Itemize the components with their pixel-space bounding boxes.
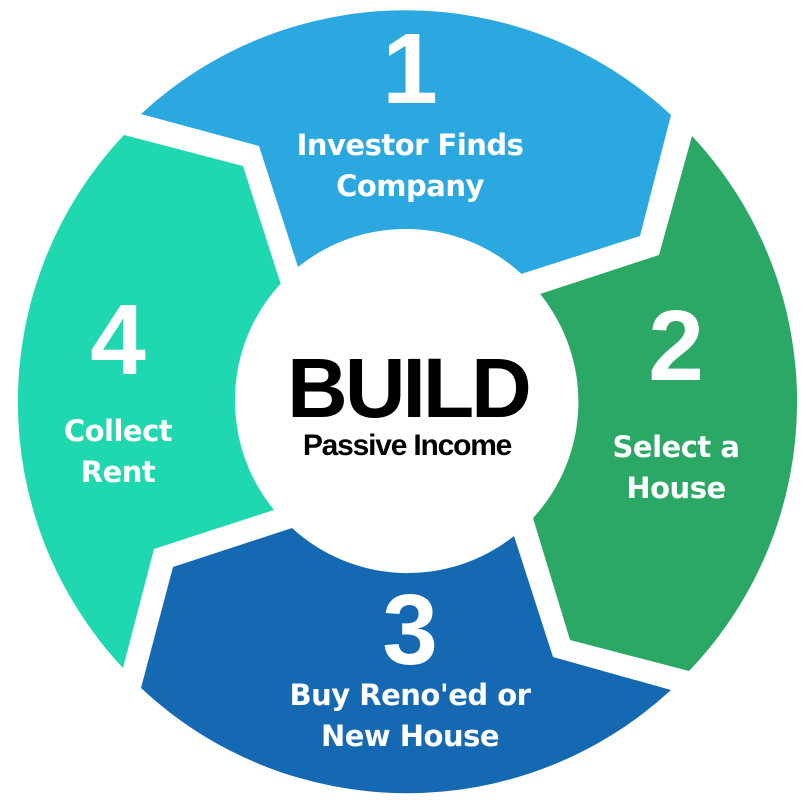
step-3-number: 3 bbox=[382, 574, 438, 686]
step-2-number: 2 bbox=[648, 290, 704, 402]
step-4-label-line1: Collect bbox=[64, 414, 173, 448]
center-circle bbox=[235, 229, 577, 571]
step-1-number: 1 bbox=[382, 13, 438, 125]
center-title: BUILD bbox=[287, 341, 529, 435]
step-3-label-line2: New House bbox=[321, 719, 499, 753]
segment-step-1 bbox=[141, 10, 671, 275]
segment-step-2 bbox=[533, 136, 798, 671]
step-3-label-line1: Buy Reno'ed or bbox=[290, 678, 532, 712]
step-1-label-line1: Investor Finds bbox=[297, 128, 524, 162]
segment-step-4 bbox=[17, 135, 282, 668]
step-1-label-line2: Company bbox=[336, 169, 484, 203]
step-2-label-line2: House bbox=[626, 471, 725, 505]
center-subtitle: Passive Income bbox=[303, 429, 512, 462]
step-4-number: 4 bbox=[90, 284, 146, 396]
segment-step-3 bbox=[141, 528, 671, 794]
step-4-label-line2: Rent bbox=[81, 455, 156, 489]
step-2-label-line1: Select a bbox=[613, 430, 740, 464]
